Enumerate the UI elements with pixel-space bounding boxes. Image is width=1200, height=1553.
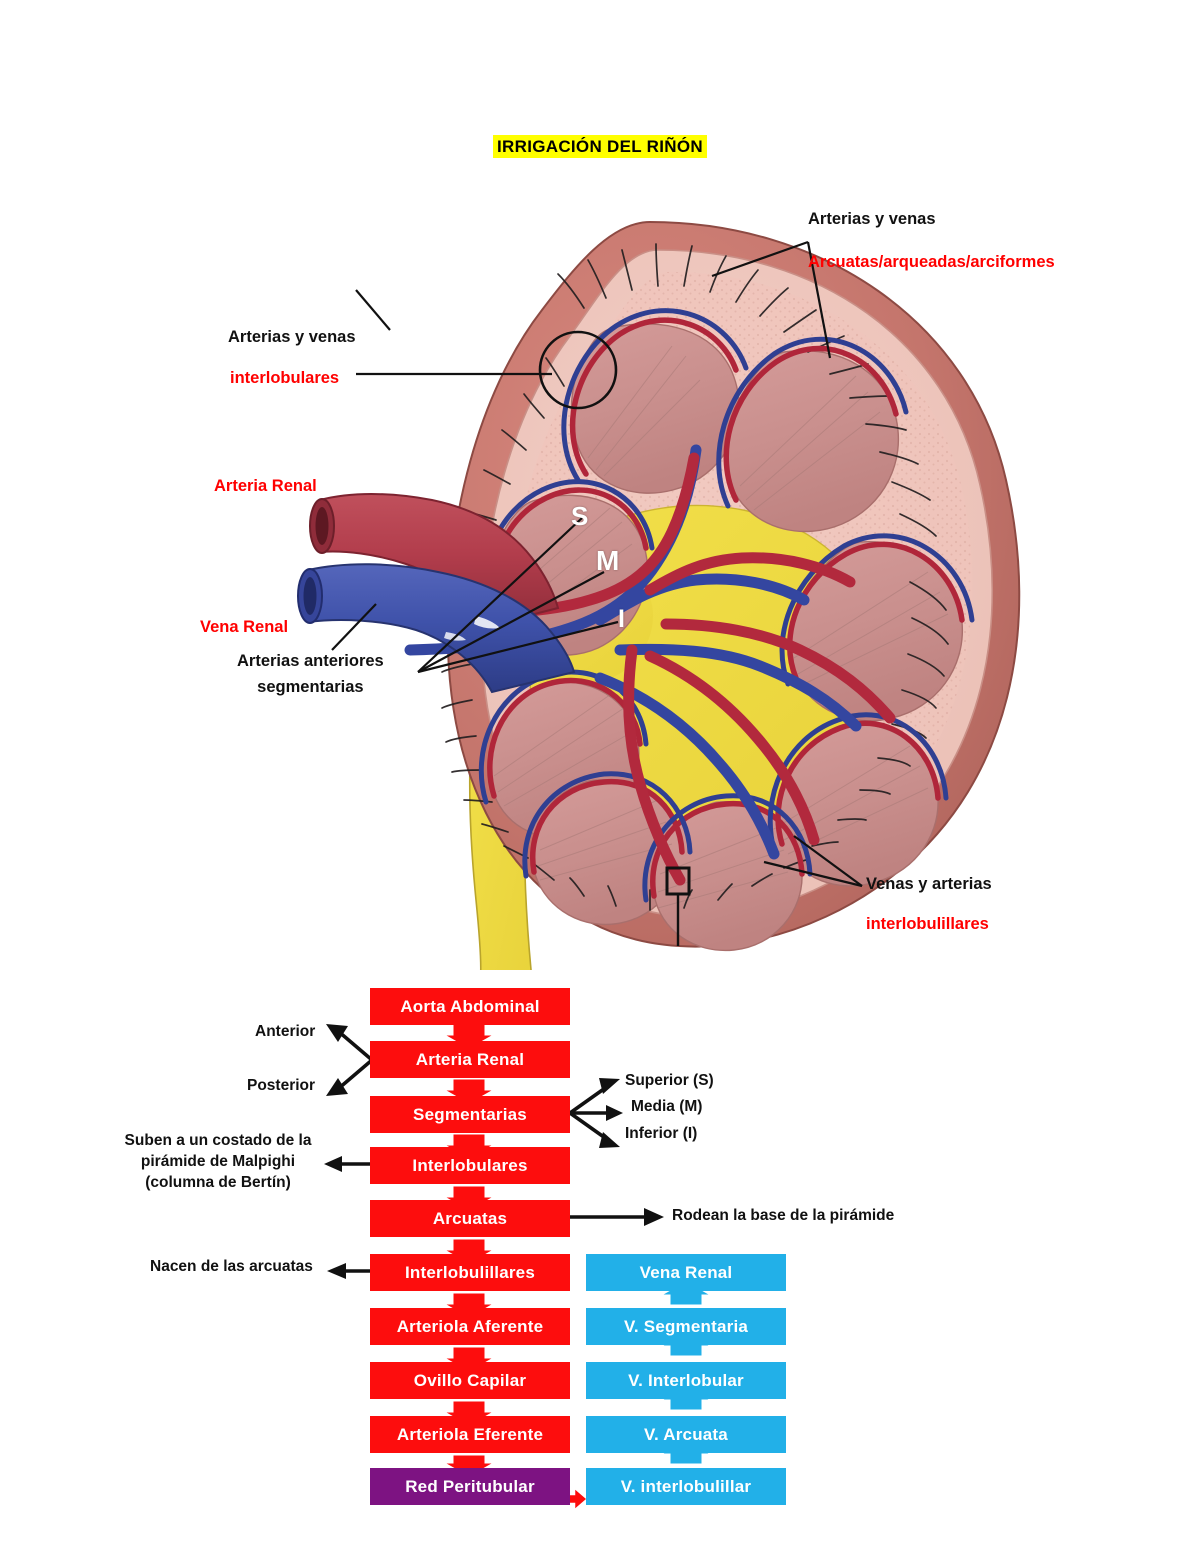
- renal-vein-tube: [297, 563, 576, 694]
- interlobular-marker-circle: [538, 330, 618, 410]
- annotation-vena-renal: Vena Renal: [200, 618, 289, 636]
- kidney-illustration: [180, 180, 1120, 970]
- flow-box-arcuatas-label: Arcuatas: [432, 1208, 508, 1228]
- flow-note-arcuatas: Rodean la base de la pirámide: [672, 1207, 895, 1224]
- flow-box-interlobulares[interactable]: Interlobulares: [370, 1147, 570, 1184]
- segment-letter-superior: S: [571, 501, 589, 531]
- flow-note-nacen-de-las-arcuatas: Nacen de las arcuatas: [150, 1258, 313, 1275]
- flow-box-segmentarias[interactable]: Segmentarias: [370, 1096, 570, 1133]
- flow-box-red-peritubular[interactable]: Red Peritubular: [370, 1468, 570, 1505]
- flow-box-ovillo-capilar-label: Ovillo Capilar: [413, 1370, 527, 1390]
- annotation-arcuatas-line2: Arcuatas/arqueadas/arciformes: [808, 252, 1055, 271]
- annotation-interlobulares-line2: interlobulares: [230, 368, 340, 387]
- flow-note-malpighi-line3: (columna de Bertín): [145, 1173, 291, 1191]
- flow-note-superior: Superior (S): [625, 1072, 714, 1089]
- flow-box-v-segmentaria-label: V. Segmentaria: [623, 1316, 749, 1336]
- flow-box-interlobulares-label: Interlobulares: [412, 1155, 528, 1175]
- flow-box-aorta-abdominal[interactable]: Aorta Abdominal: [370, 988, 570, 1025]
- flow-note-posterior: Posterior: [247, 1077, 316, 1094]
- flow-box-arcuatas[interactable]: Arcuatas: [370, 1200, 570, 1237]
- flow-box-arteria-renal-label: Arteria Renal: [415, 1049, 525, 1069]
- flow-box-v-arcuata[interactable]: V. Arcuata: [586, 1416, 786, 1453]
- flow-box-arteriola-aferente-label: Arteriola Aferente: [396, 1316, 544, 1336]
- flow-note-malpighi-line1: Suben a un costado de la: [124, 1132, 312, 1149]
- flow-box-v-interlobulillar[interactable]: V. interlobulillar: [586, 1468, 786, 1505]
- annotation-arteria-renal: Arteria Renal: [214, 477, 317, 495]
- annotation-interlobulares: Arterias y venas interlobulares: [228, 325, 356, 391]
- annotation-interlobulares-line1: Arterias y venas: [228, 328, 356, 346]
- arcuate-and-interlobular-vessels: [478, 308, 975, 903]
- flow-note-media: Media (M): [631, 1098, 703, 1115]
- annotation-arcuatas: Arterias y venas Arcuatas/arqueadas/arci…: [808, 207, 1055, 275]
- page-title: IRRIGACIÓN DEL RIÑÓN: [0, 135, 1200, 158]
- flow-box-v-arcuata-label: V. Arcuata: [644, 1424, 728, 1444]
- page-title-text: IRRIGACIÓN DEL RIÑÓN: [493, 135, 707, 158]
- annotation-interlobulillares-line2: interlobulillares: [866, 914, 989, 933]
- flow-note-anterior: Anterior: [255, 1023, 316, 1040]
- flow-box-v-interlobulillar-label: V. interlobulillar: [620, 1476, 752, 1496]
- flow-box-arteriola-eferente-label: Arteriola Eferente: [396, 1424, 544, 1444]
- flow-box-arteria-renal[interactable]: Arteria Renal: [370, 1041, 570, 1078]
- segment-letter-inferior: I: [618, 605, 625, 633]
- flow-box-ovillo-capilar[interactable]: Ovillo Capilar: [370, 1362, 570, 1399]
- flow-box-interlobulillares[interactable]: Interlobulillares: [370, 1254, 570, 1291]
- flow-box-interlobulillares-label: Interlobulillares: [405, 1262, 535, 1282]
- annotation-segmentarias-line2: segmentarias: [257, 677, 364, 696]
- flow-box-aorta-abdominal-label: Aorta Abdominal: [400, 996, 540, 1016]
- flow-note-malpighi: Suben a un costado de la pirámide de Mal…: [118, 1131, 318, 1194]
- flow-box-segmentarias-label: Segmentarias: [413, 1104, 527, 1124]
- annotation-arterias-anteriores-segmentarias: Arterias anteriores segmentarias: [237, 649, 384, 700]
- annotation-arcuatas-line1: Arterias y venas: [808, 210, 936, 228]
- flow-box-arteriola-eferente[interactable]: Arteriola Eferente: [370, 1416, 570, 1453]
- flow-box-red-peritubular-label: Red Peritubular: [405, 1476, 535, 1496]
- flow-box-v-segmentaria[interactable]: V. Segmentaria: [586, 1308, 786, 1345]
- flow-box-vena-renal-label: Vena Renal: [639, 1262, 733, 1282]
- flow-box-v-interlobular-label: V. Interlobular: [628, 1370, 744, 1390]
- flow-note-inferior: Inferior (I): [625, 1125, 698, 1142]
- flow-box-arteriola-aferente[interactable]: Arteriola Aferente: [370, 1308, 570, 1345]
- flow-box-v-interlobular[interactable]: V. Interlobular: [586, 1362, 786, 1399]
- flow-note-malpighi-line2: pirámide de Malpighi: [140, 1152, 296, 1170]
- annotation-interlobulillares: Venas y arterias interlobulillares: [866, 872, 992, 937]
- medullary-pyramids: [489, 323, 964, 952]
- segment-letter-media: M: [596, 545, 620, 576]
- annotation-interlobulillares-line1: Venas y arterias: [866, 875, 992, 893]
- flow-box-vena-renal[interactable]: Vena Renal: [586, 1254, 786, 1291]
- annotation-segmentarias-line1: Arterias anteriores: [237, 652, 384, 670]
- leader-lines: [331, 240, 863, 888]
